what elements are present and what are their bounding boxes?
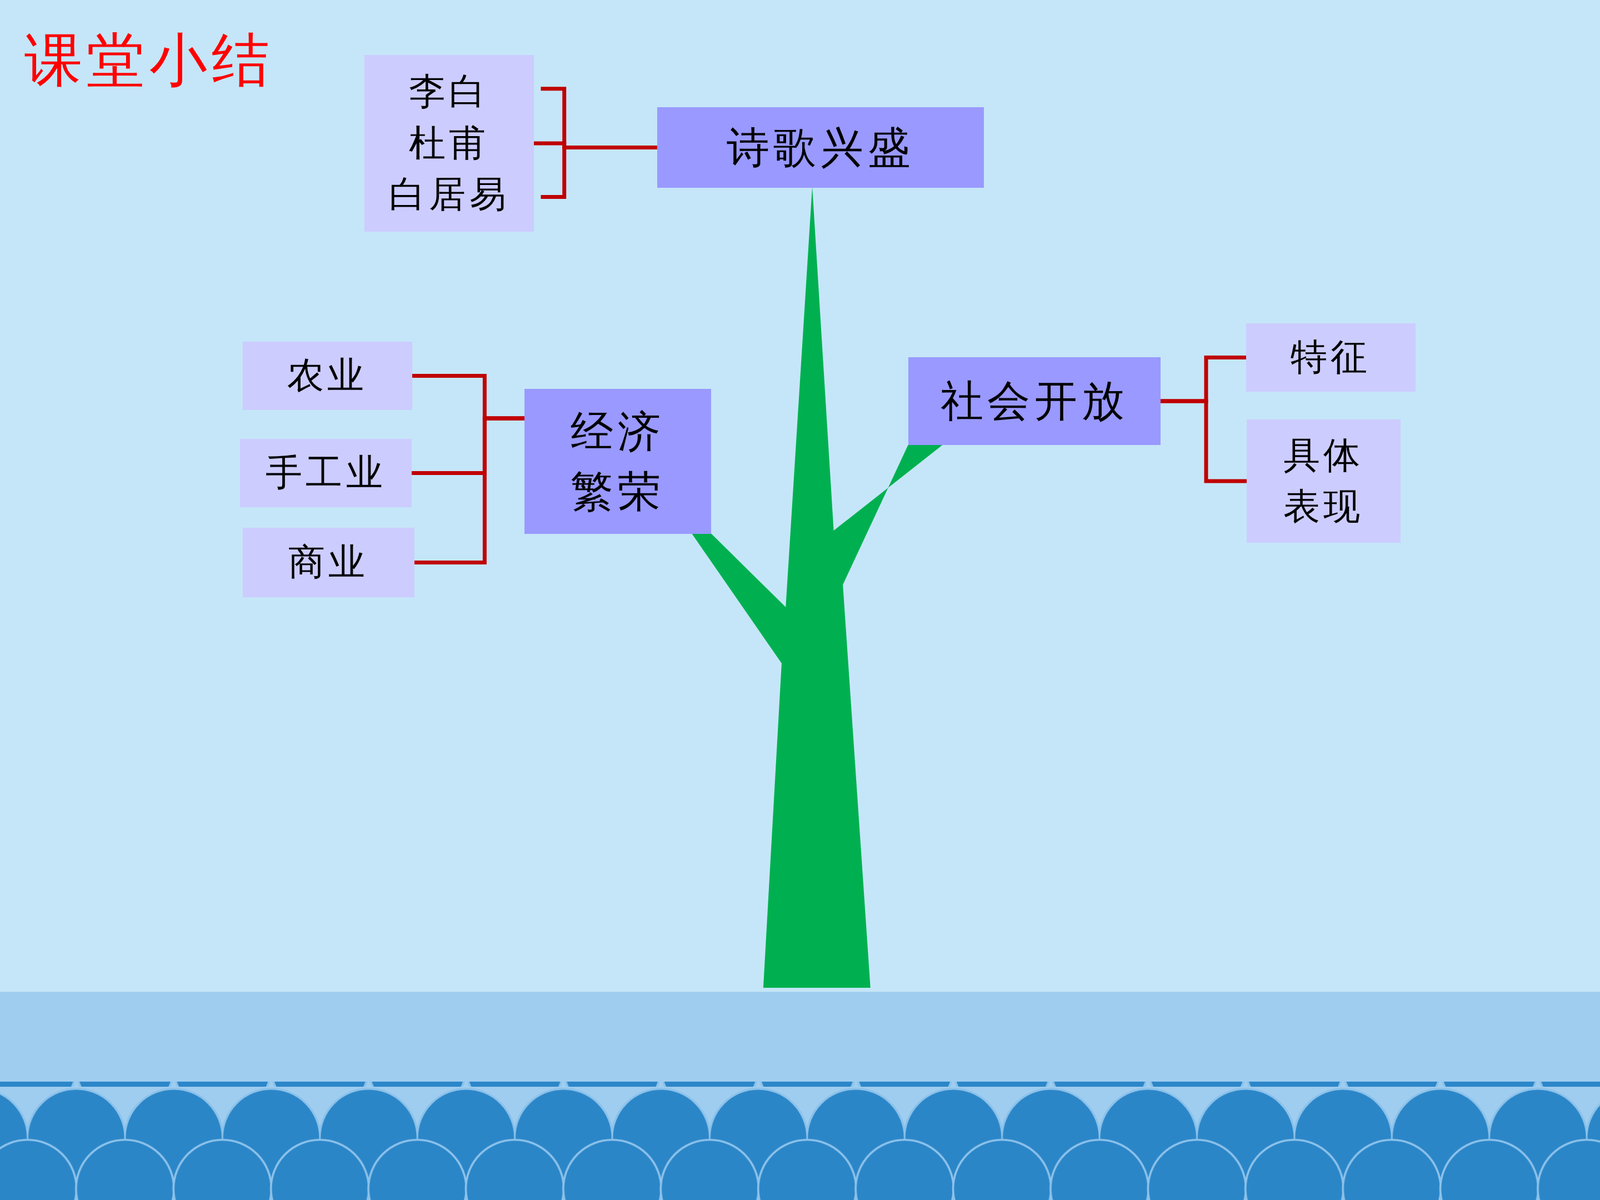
- detail-box: 农业: [242, 341, 413, 410]
- node-text: 手工业: [265, 447, 387, 499]
- node-text: 李白 杜甫 白居易: [375, 66, 523, 220]
- node-text: 商业: [288, 536, 369, 588]
- bracket-connector: [412, 376, 525, 419]
- detail-box: 特征: [1246, 323, 1416, 392]
- topic-box: 诗歌兴盛: [657, 107, 984, 188]
- bracket-connector: [411, 418, 525, 473]
- detail-box: 具体表现: [1246, 419, 1401, 543]
- node-text: 农业: [287, 350, 368, 402]
- bracket-connector: [1160, 401, 1247, 482]
- poet-box: 李白 杜甫 白居易: [364, 55, 534, 232]
- topic-box: 社会开放: [908, 357, 1161, 445]
- sky: [0, 0, 1600, 992]
- water-band: [0, 991, 1600, 1200]
- node-text: 诗歌兴盛: [726, 117, 915, 178]
- topic-box: 经济繁荣: [524, 388, 712, 534]
- bracket-connector: [1160, 357, 1247, 402]
- node-text: 具体表现: [1271, 430, 1376, 533]
- tree-trunk: [691, 186, 944, 988]
- detail-box: 商业: [242, 527, 415, 598]
- node-text: 经济繁荣: [557, 401, 678, 522]
- node-text: 特征: [1290, 331, 1372, 383]
- detail-box: 手工业: [240, 438, 412, 508]
- node-text: 社会开放: [940, 371, 1129, 432]
- slide-title: 课堂小结: [24, 22, 274, 100]
- bracket-connector: [414, 418, 525, 563]
- bracket-connector: [533, 143, 658, 148]
- waves: [0, 1081, 1600, 1200]
